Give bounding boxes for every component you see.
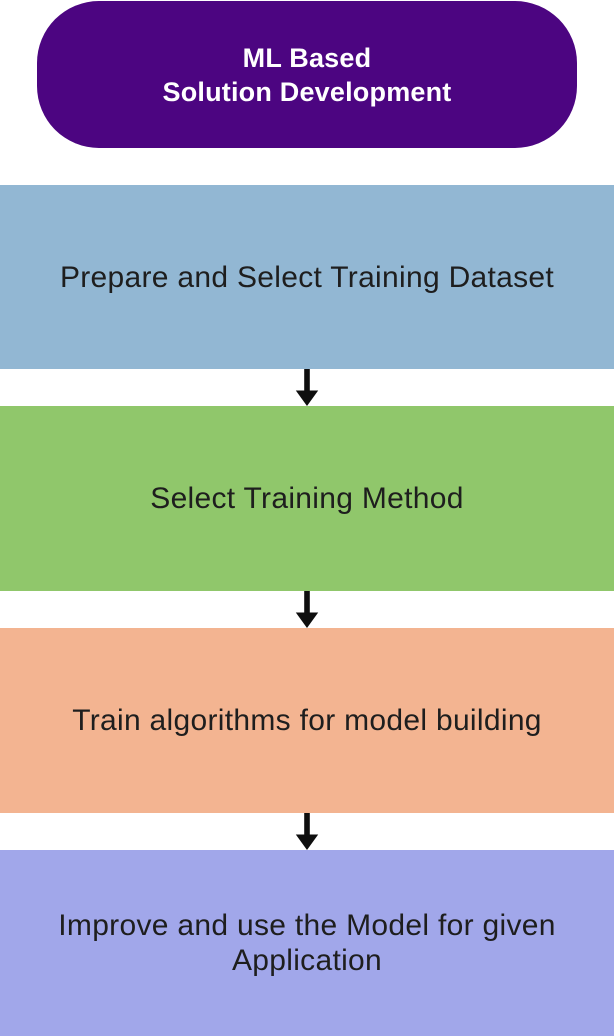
step-label: Select Training Method — [150, 482, 464, 515]
step-label: Prepare and Select Training Dataset — [59, 260, 555, 294]
step-box-prepare-dataset: Prepare and Select Training Dataset — [0, 185, 614, 369]
connector-1 — [0, 369, 614, 406]
step-box-improve-model: Improve and use the Model for given Appl… — [0, 850, 614, 1036]
flowchart-title-pill: ML Based Solution Development — [37, 1, 577, 148]
step-box-train-algorithms: Train algorithms for model building — [0, 628, 614, 813]
step-label: Train algorithms for model building — [72, 704, 542, 737]
down-arrow-icon — [295, 591, 319, 628]
connector-2 — [0, 591, 614, 628]
step-box-select-method: Select Training Method — [0, 406, 614, 591]
down-arrow-icon — [295, 813, 319, 850]
step-label: Improve and use the Model for given Appl… — [58, 909, 556, 977]
connector-3 — [0, 813, 614, 850]
title-line-2: Solution Development — [162, 76, 452, 107]
down-arrow-icon — [295, 369, 319, 406]
header-zone: ML Based Solution Development — [0, 0, 614, 185]
title-line-1: ML Based — [242, 42, 372, 73]
